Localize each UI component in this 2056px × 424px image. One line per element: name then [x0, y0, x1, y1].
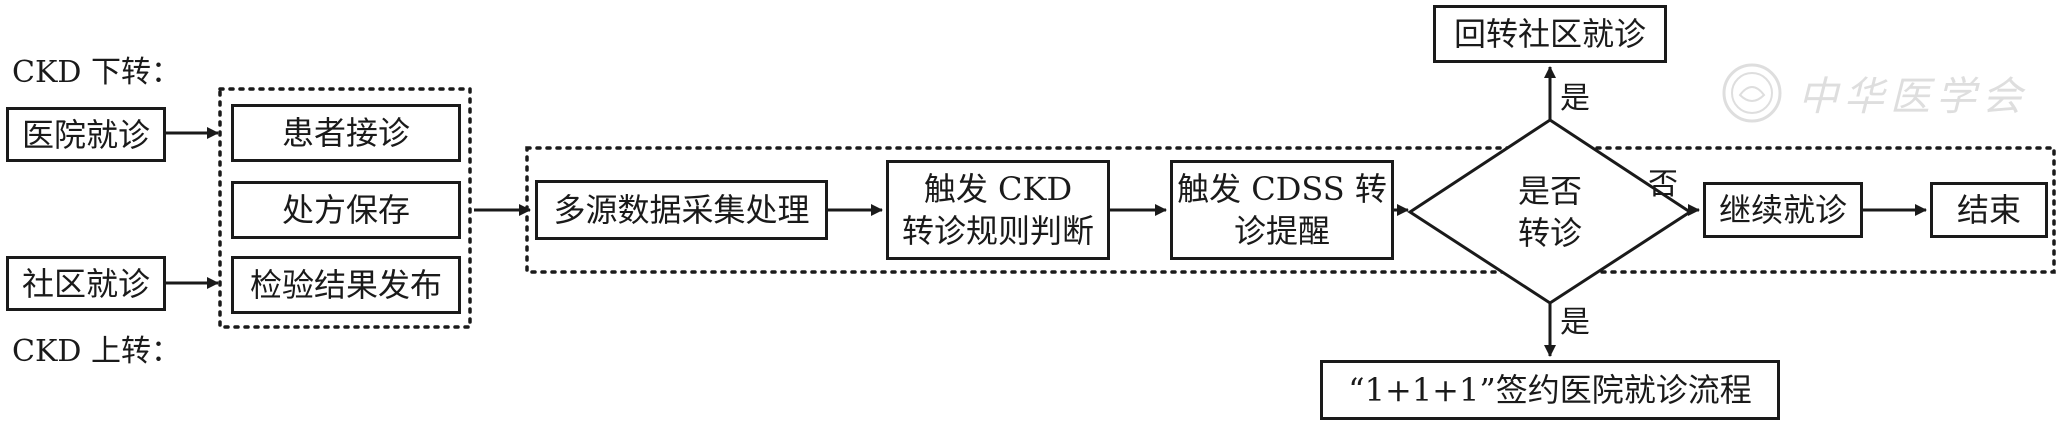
decision-text: 是否 转诊 [1517, 172, 1582, 252]
lab-result-release-box: 检验结果发布 [231, 256, 461, 314]
seal-icon [1722, 63, 1782, 123]
group-frame-entry [218, 87, 472, 329]
return-community-box: 回转社区就诊 [1433, 5, 1667, 63]
community-visit-box: 社区就诊 [6, 256, 166, 311]
patient-reception-box: 患者接诊 [231, 104, 461, 162]
hospital-visit-box: 医院就诊 [6, 107, 166, 162]
prescription-save-box: 处方保存 [231, 181, 461, 239]
hospital-flow-box: “1+1+1”签约医院就诊流程 [1320, 360, 1780, 420]
watermark: 中华医学会 [1720, 58, 2028, 128]
decision-no-label: 否 [1648, 167, 1678, 202]
continue-visit-box: 继续就诊 [1703, 182, 1863, 238]
data-collection-box: 多源数据采集处理 [535, 180, 828, 240]
trigger-ckd-rule-box: 触发 CKD 转诊规则判断 [886, 160, 1110, 260]
decision-yes-down-label: 是 [1560, 305, 1590, 340]
decision-yes-up-label: 是 [1560, 81, 1590, 116]
ckd-down-label: CKD 下转： [12, 55, 181, 90]
watermark-text: 中华医学会 [1798, 74, 2028, 120]
ckd-up-label: CKD 上转： [12, 334, 181, 369]
trigger-cdss-box: 触发 CDSS 转 诊提醒 [1170, 160, 1394, 260]
end-box: 结束 [1930, 182, 2048, 238]
